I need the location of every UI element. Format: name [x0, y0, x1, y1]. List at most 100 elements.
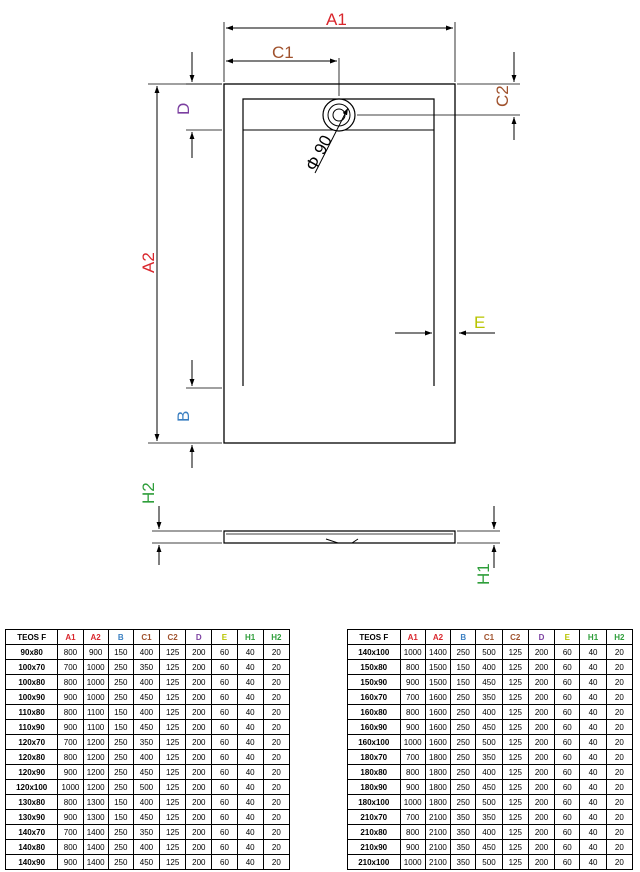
- cell-h2: 20: [605, 704, 634, 720]
- cell-d: 200: [527, 794, 556, 810]
- cell-a1: 800: [57, 704, 84, 720]
- cell-c1: 450: [132, 854, 161, 870]
- cell-d: 200: [527, 704, 556, 720]
- cell-e: 60: [211, 779, 238, 795]
- cell-b: 250: [107, 839, 134, 855]
- cell-h1: 40: [579, 779, 607, 795]
- cell-h2: 20: [262, 764, 291, 780]
- cell-a2: 1200: [82, 749, 109, 765]
- cell-e: 60: [211, 674, 238, 690]
- cell-e: 60: [211, 689, 238, 705]
- cell-d: 200: [185, 794, 213, 810]
- cell-a2: 1800: [424, 794, 452, 810]
- drain-icon: [322, 98, 356, 132]
- cell-a1: 700: [399, 689, 426, 705]
- cell-d: 200: [527, 764, 556, 780]
- cell-b: 350: [450, 824, 477, 840]
- cell-h1: 40: [236, 809, 264, 825]
- header-b: B: [450, 629, 477, 645]
- cell-h1: 40: [579, 734, 607, 750]
- cell-h2: 20: [605, 779, 634, 795]
- dim-h2-label: H2: [139, 482, 158, 504]
- cell-c1: 400: [475, 704, 503, 720]
- cell-h1: 40: [236, 824, 264, 840]
- cell-a2: 1400: [424, 644, 452, 660]
- cell-c1: 500: [475, 734, 503, 750]
- cell-c2: 125: [159, 704, 187, 720]
- cell-a2: 1200: [82, 764, 109, 780]
- cell-b: 250: [450, 794, 477, 810]
- cell-a1: 800: [57, 794, 84, 810]
- cell-e: 60: [554, 779, 581, 795]
- cell-e: 60: [211, 854, 238, 870]
- cell-a2: 1400: [82, 854, 109, 870]
- cell-e: 60: [554, 659, 581, 675]
- cell-d: 200: [527, 854, 556, 870]
- cell-h2: 20: [262, 689, 291, 705]
- cell-c2: 125: [501, 824, 529, 840]
- cell-a2: 2100: [424, 824, 452, 840]
- cell-model: 180x80: [347, 764, 401, 780]
- cell-model: 160x90: [347, 719, 401, 735]
- cell-c2: 125: [159, 764, 187, 780]
- cell-c2: 125: [501, 764, 529, 780]
- cell-d: 200: [185, 854, 213, 870]
- cell-a2: 1300: [82, 794, 109, 810]
- cell-h2: 20: [262, 794, 291, 810]
- cell-d: 200: [527, 809, 556, 825]
- cell-d: 200: [185, 749, 213, 765]
- dim-c1-label: C1: [272, 43, 294, 62]
- cell-d: 200: [527, 644, 556, 660]
- header-a1: A1: [57, 629, 84, 645]
- cell-h1: 40: [579, 764, 607, 780]
- cell-d: 200: [185, 734, 213, 750]
- cell-h1: 40: [236, 689, 264, 705]
- cell-e: 60: [211, 749, 238, 765]
- cell-c2: 125: [159, 839, 187, 855]
- cell-e: 60: [554, 764, 581, 780]
- cell-c1: 400: [475, 764, 503, 780]
- cell-a1: 800: [57, 749, 84, 765]
- header-h1: H1: [236, 629, 264, 645]
- cell-b: 250: [107, 674, 134, 690]
- cell-c1: 450: [132, 764, 161, 780]
- cell-c2: 125: [159, 644, 187, 660]
- cell-model: 210x100: [347, 854, 401, 870]
- cell-model: 210x80: [347, 824, 401, 840]
- cell-e: 60: [211, 734, 238, 750]
- cell-h1: 40: [236, 644, 264, 660]
- cell-h2: 20: [262, 644, 291, 660]
- cell-e: 60: [211, 809, 238, 825]
- cell-h1: 40: [579, 824, 607, 840]
- header-a2: A2: [424, 629, 452, 645]
- cell-a1: 900: [399, 674, 426, 690]
- cell-h2: 20: [605, 749, 634, 765]
- cell-h1: 40: [236, 659, 264, 675]
- cell-d: 200: [527, 719, 556, 735]
- cell-model: 140x90: [4, 854, 59, 870]
- cell-b: 350: [450, 839, 477, 855]
- cell-h2: 20: [605, 839, 634, 855]
- cell-b: 150: [450, 674, 477, 690]
- cell-c2: 125: [159, 824, 187, 840]
- cell-c1: 500: [475, 794, 503, 810]
- cell-c2: 125: [501, 854, 529, 870]
- cell-h1: 40: [236, 764, 264, 780]
- shower-tray-drawing: Φ 90 A1 C1 C2 D A2 B E H2 H1: [139, 10, 520, 585]
- cell-b: 150: [107, 704, 134, 720]
- cell-e: 60: [554, 854, 581, 870]
- cell-c1: 450: [132, 809, 161, 825]
- cell-h1: 40: [579, 719, 607, 735]
- cell-h1: 40: [579, 809, 607, 825]
- cell-c2: 125: [501, 659, 529, 675]
